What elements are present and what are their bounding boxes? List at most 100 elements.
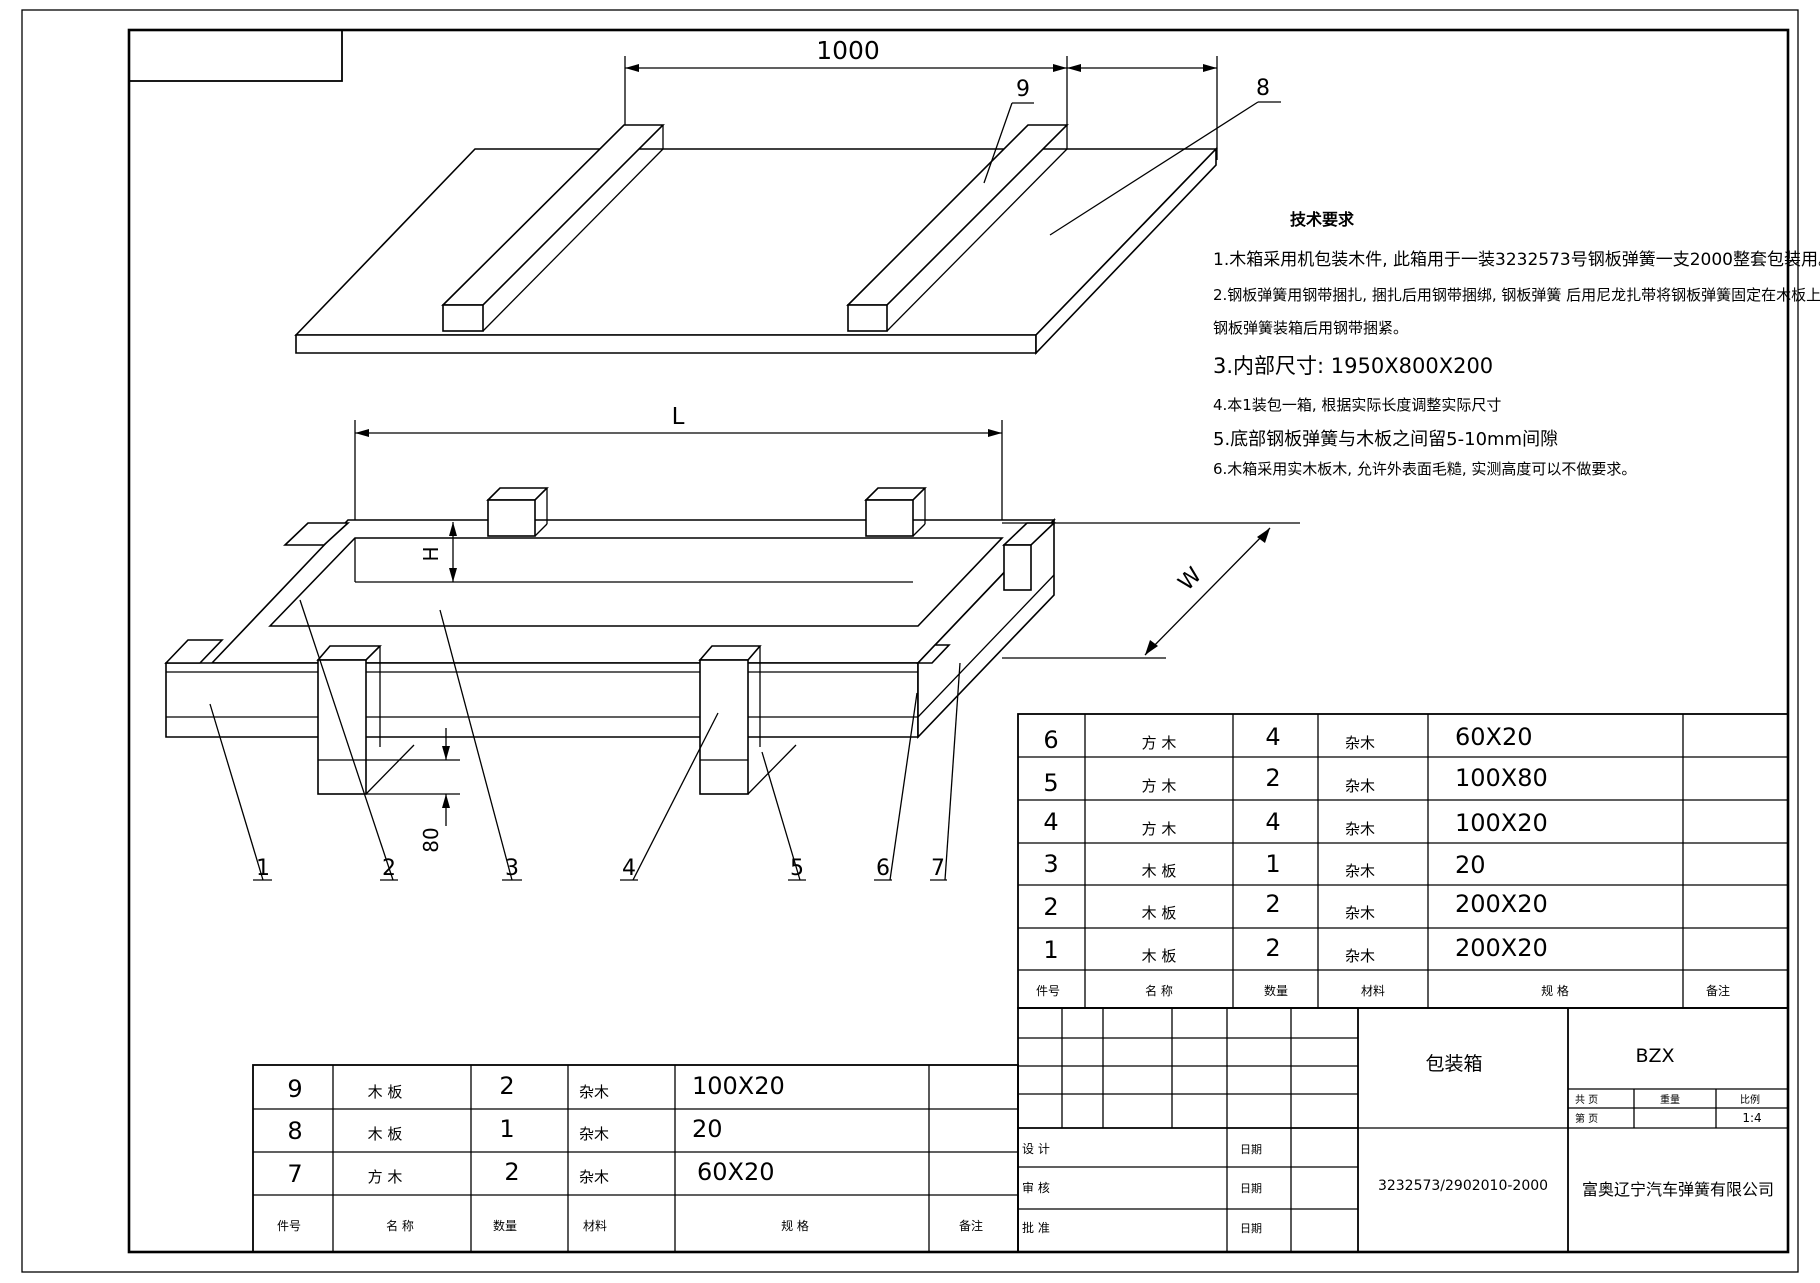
bom-l-h-note: 备注 bbox=[959, 1218, 983, 1233]
bom-u-h-no: 件号 bbox=[1036, 984, 1060, 998]
bom-l-r3-no: 7 bbox=[287, 1160, 302, 1188]
tb-sheet-no: 第 页 bbox=[1575, 1112, 1598, 1125]
bom-l-r1-qty: 2 bbox=[499, 1072, 514, 1100]
bom-u-r4-mat: 杂木 bbox=[1345, 862, 1375, 880]
bom-upper-rows: 6 方 木 4 杂木 60X20 5 方 木 2 杂木 100X80 4 方 木… bbox=[1036, 723, 1730, 998]
bom-u-r5-spec: 200X20 bbox=[1455, 890, 1548, 918]
sheet-outer-border bbox=[21, 9, 1799, 1273]
tb-scale: 1:4 bbox=[1742, 1111, 1761, 1125]
bom-u-r5-name: 木 板 bbox=[1142, 904, 1177, 922]
tech-item-6: 6.木箱采用实木板木, 允许外表面毛糙, 实测高度可以不做要求。 bbox=[1213, 460, 1636, 478]
dim-1000: 1000 bbox=[816, 36, 880, 65]
callout-7: 7 bbox=[931, 856, 945, 881]
bom-l-r1-name: 木 板 bbox=[368, 1083, 403, 1101]
callout-3: 3 bbox=[505, 856, 519, 881]
bom-l-h-name: 名 称 bbox=[386, 1218, 414, 1233]
dim-L: L bbox=[672, 404, 685, 430]
bom-lower-rows: 9 木 板 2 杂木 100X20 8 木 板 1 杂木 20 7 方 木 2 … bbox=[277, 1072, 983, 1233]
tb-drawing-no: 3232573/2902010-2000 bbox=[1378, 1178, 1548, 1194]
corner-box bbox=[128, 29, 343, 82]
bom-u-r6-no: 1 bbox=[1043, 936, 1058, 964]
callout-8: 8 bbox=[1256, 76, 1270, 101]
tb-date-1: 日期 bbox=[1240, 1143, 1262, 1156]
bom-l-h-qty: 数量 bbox=[493, 1218, 517, 1233]
tb-company: 富奥辽宁汽车弹簧有限公司 bbox=[1582, 1180, 1774, 1199]
box-front-board bbox=[165, 662, 919, 738]
tb-design-label: 设 计 bbox=[1022, 1142, 1050, 1156]
bom-u-r6-spec: 200X20 bbox=[1455, 934, 1548, 962]
bom-u-r2-qty: 2 bbox=[1265, 764, 1280, 792]
bom-u-r2-spec: 100X80 bbox=[1455, 764, 1548, 792]
tb-weight-label: 重量 bbox=[1660, 1093, 1680, 1106]
tech-item-3: 3.内部尺寸: 1950X800X200 bbox=[1213, 354, 1493, 378]
box-isometric bbox=[164, 420, 1300, 881]
bom-u-r1-no: 6 bbox=[1043, 726, 1058, 754]
bom-l-r2-no: 8 bbox=[287, 1117, 302, 1145]
tech-item-4: 4.本1装包一箱, 根据实际长度调整实际尺寸 bbox=[1213, 396, 1501, 414]
bom-l-r3-qty: 2 bbox=[504, 1158, 519, 1186]
tech-title: 技术要求 bbox=[1290, 210, 1355, 229]
tb-approve-label: 批 准 bbox=[1022, 1220, 1050, 1235]
callout-5: 5 bbox=[790, 856, 804, 881]
bom-l-r2-name: 木 板 bbox=[368, 1125, 403, 1143]
bom-l-r3-mat: 杂木 bbox=[579, 1168, 609, 1186]
tech-item-2: 2.钢板弹簧用钢带捆扎, 捆扎后用钢带捆绑, 钢板弹簧 后用尼龙扎带将钢板弹簧固… bbox=[1213, 286, 1820, 304]
tech-item-1: 1.木箱采用机包装木件, 此箱用于一装3232573号钢板弹簧一支2000整套包… bbox=[1213, 250, 1820, 270]
bom-u-h-qty: 数量 bbox=[1264, 983, 1288, 998]
bom-l-r1-no: 9 bbox=[287, 1075, 302, 1103]
bom-u-h-mat: 材料 bbox=[1361, 984, 1385, 998]
lid-isometric bbox=[294, 56, 1281, 355]
title-block-text: 设 计 审 核 批 准 日期 日期 日期 包装箱 BZX 3232573/290… bbox=[1022, 1045, 1774, 1235]
lid-batten-left-end bbox=[442, 304, 484, 332]
bom-u-r3-name: 方 木 bbox=[1142, 820, 1177, 838]
callout-9: 9 bbox=[1016, 77, 1030, 102]
bom-l-r2-mat: 杂木 bbox=[579, 1125, 609, 1143]
dim-W: W bbox=[1174, 563, 1207, 596]
tb-code: BZX bbox=[1635, 1045, 1674, 1067]
bom-l-r3-name: 方 木 bbox=[368, 1168, 403, 1186]
bom-u-r1-qty: 4 bbox=[1265, 723, 1280, 751]
tech-item-5: 5.底部钢板弹簧与木板之间留5-10mm间隙 bbox=[1213, 429, 1558, 450]
tb-sheet-total: 共 页 bbox=[1575, 1094, 1598, 1106]
callout-2: 2 bbox=[382, 856, 396, 881]
dim-80: 80 bbox=[419, 827, 443, 852]
bom-l-r2-spec: 20 bbox=[692, 1115, 723, 1143]
tb-part-name: 包装箱 bbox=[1425, 1053, 1482, 1075]
dim-H: H bbox=[419, 546, 443, 561]
bom-u-r4-spec: 20 bbox=[1455, 851, 1486, 879]
bom-lower-grid bbox=[252, 1064, 1019, 1253]
bom-u-r1-mat: 杂木 bbox=[1345, 734, 1375, 752]
bom-u-r4-name: 木 板 bbox=[1142, 862, 1177, 880]
bom-l-h-mat: 材料 bbox=[583, 1219, 607, 1233]
lid-front-face bbox=[295, 334, 1037, 354]
bom-l-h-spec: 规 格 bbox=[781, 1218, 809, 1233]
bom-upper-grid bbox=[1017, 713, 1789, 1009]
lid-side-face bbox=[1035, 147, 1217, 355]
bom-l-r3-spec: 60X20 bbox=[697, 1158, 775, 1186]
tb-date-2: 日期 bbox=[1240, 1182, 1262, 1195]
bom-u-r2-no: 5 bbox=[1043, 769, 1058, 797]
bom-u-r4-qty: 1 bbox=[1265, 850, 1280, 878]
bom-u-r4-no: 3 bbox=[1043, 850, 1058, 878]
bom-u-r6-qty: 2 bbox=[1265, 934, 1280, 962]
bom-u-r6-mat: 杂木 bbox=[1345, 947, 1375, 965]
bom-l-r1-mat: 杂木 bbox=[579, 1083, 609, 1101]
bom-u-r3-no: 4 bbox=[1043, 808, 1058, 836]
tech-item-2b: 钢板弹簧装箱后用钢带捆紧。 bbox=[1213, 319, 1408, 337]
bom-l-h-no: 件号 bbox=[277, 1219, 301, 1233]
bom-u-r5-qty: 2 bbox=[1265, 890, 1280, 918]
callout-1: 1 bbox=[256, 856, 270, 881]
bom-u-r1-spec: 60X20 bbox=[1455, 723, 1533, 751]
tb-scale-label: 比例 bbox=[1740, 1093, 1760, 1106]
skid-right bbox=[699, 659, 749, 795]
bom-l-r2-qty: 1 bbox=[499, 1115, 514, 1143]
callout-4: 4 bbox=[622, 856, 636, 881]
bom-u-r2-mat: 杂木 bbox=[1345, 777, 1375, 795]
lid-batten-right-end bbox=[847, 304, 888, 332]
callout-6: 6 bbox=[876, 856, 890, 881]
bom-u-h-note: 备注 bbox=[1706, 983, 1730, 998]
bom-l-r1-spec: 100X20 bbox=[692, 1072, 785, 1100]
bom-u-r5-mat: 杂木 bbox=[1345, 904, 1375, 922]
title-block-grid bbox=[1017, 1007, 1789, 1253]
